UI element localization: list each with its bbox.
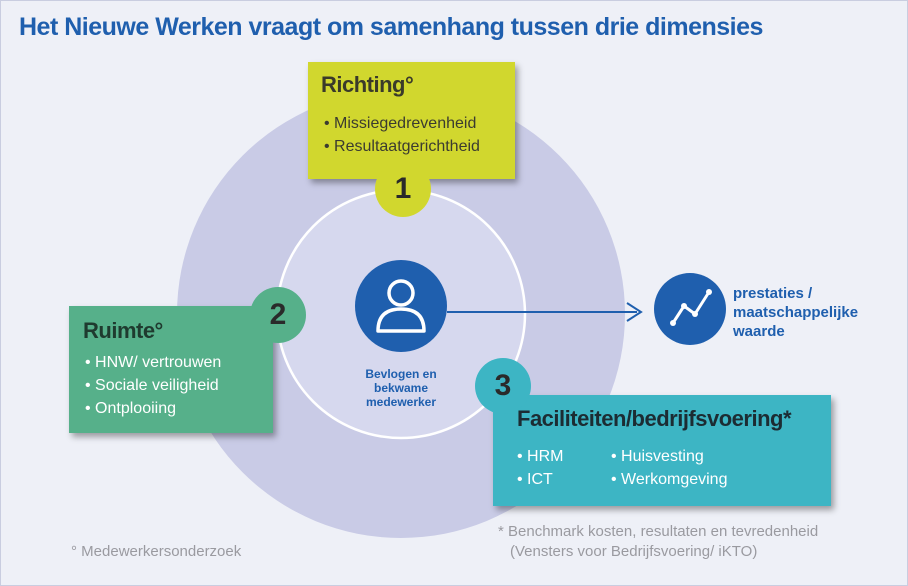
list-item: Ontplooiing (85, 397, 221, 420)
list-item: HRM (517, 445, 563, 468)
dimension-heading: Richting° (321, 72, 414, 97)
dimension-items: Missiegedrevenheid Resultaatgerichtheid (324, 112, 480, 158)
center-label-line: Bevlogen en (365, 367, 437, 381)
list-item: Huisvesting (611, 445, 727, 468)
result-label-line: maatschappelijke (733, 304, 859, 321)
dimension-number-badge: 3 (475, 358, 531, 414)
center-label: Bevlogen en bekwame medewerker (349, 367, 453, 409)
dimension-heading: Faciliteiten/bedrijfsvoering* (517, 406, 792, 431)
center-label-line: medewerker (365, 395, 437, 409)
footnote-line: (Vensters voor Bedrijfsvoering/ iKTO) (510, 543, 758, 560)
result-label: prestaties / maatschappelijke waarde (733, 284, 858, 341)
result-label-line: waarde (733, 323, 785, 340)
footnote-degree: ° Medewerkersonderzoek (71, 543, 242, 560)
dimension-box-ruimte: Ruimte° HNW/ vertrouwen Sociale veilighe… (69, 306, 273, 433)
result-arrow-head (626, 302, 643, 322)
page-title: Het Nieuwe Werken vraagt om samenhang tu… (19, 13, 763, 41)
dimension-number-badge: 2 (250, 287, 306, 343)
list-item: Resultaatgerichtheid (324, 135, 480, 158)
center-label-line: bekwame (373, 381, 429, 395)
footnote-line: * Benchmark kosten, resultaten en tevred… (498, 523, 819, 540)
list-item: ICT (517, 468, 563, 491)
dimension-heading: Ruimte° (83, 318, 163, 343)
list-item: Missiegedrevenheid (324, 112, 480, 135)
dimension-items-col1: HRM ICT (517, 445, 563, 491)
trend-line-icon (654, 273, 726, 345)
list-item: HNW/ vertrouwen (85, 351, 221, 374)
dimension-number-badge: 1 (375, 161, 431, 217)
dimension-box-richting: Richting° Missiegedrevenheid Resultaatge… (308, 62, 515, 179)
result-label-line: prestaties / (733, 285, 813, 302)
dimension-box-faciliteiten: Faciliteiten/bedrijfsvoering* HRM ICT Hu… (493, 395, 831, 506)
person-icon (355, 260, 447, 352)
dimension-items-col2: Huisvesting Werkomgeving (611, 445, 727, 491)
dimension-items: HNW/ vertrouwen Sociale veiligheid Ontpl… (85, 351, 221, 420)
list-item: Sociale veiligheid (85, 374, 221, 397)
list-item: Werkomgeving (611, 468, 727, 491)
footnote-asterisk: * Benchmark kosten, resultaten en tevred… (498, 522, 818, 562)
